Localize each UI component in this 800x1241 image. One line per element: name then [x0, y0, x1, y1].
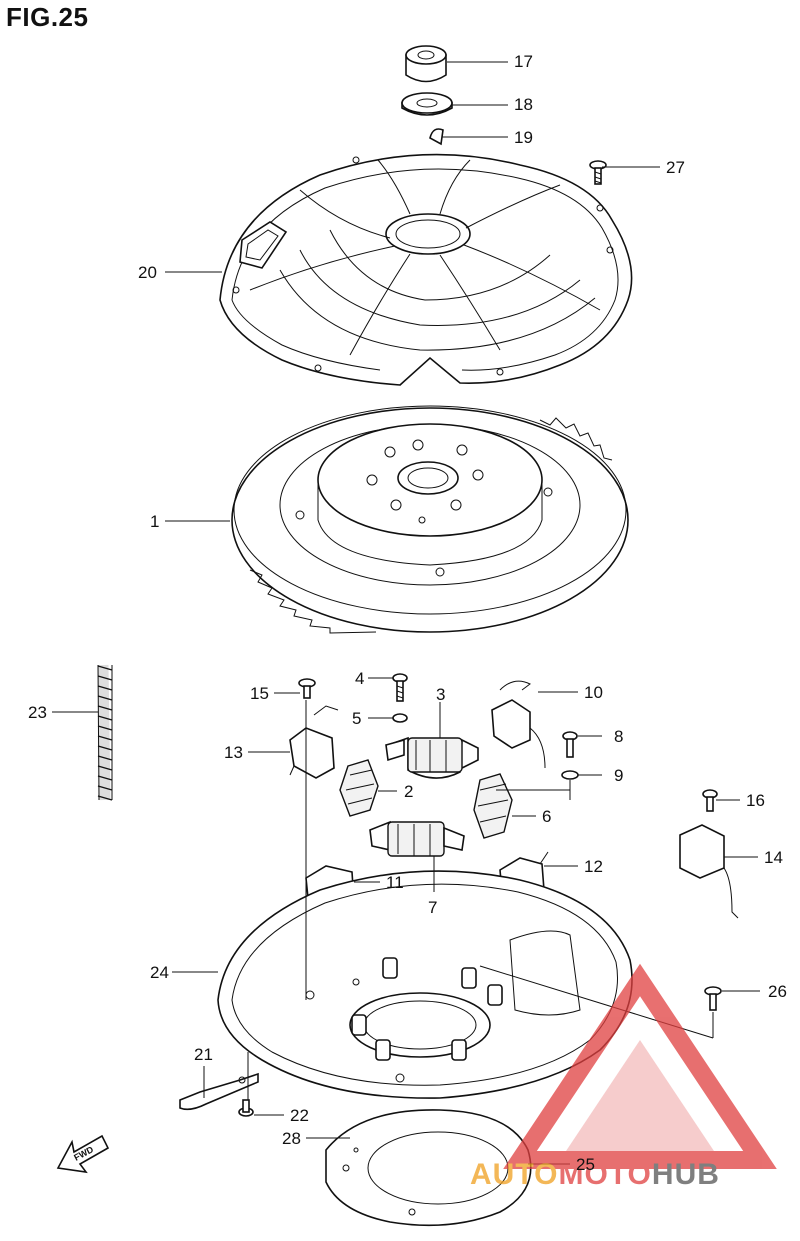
callout-labels: 17 18 19 27 20 1 23 15 4 3 10 5 8 13 9 2… [28, 52, 787, 1174]
callout-5: 5 [352, 709, 361, 728]
part-18-washer [401, 92, 453, 116]
figure-title: FIG.25 [6, 2, 89, 32]
part-9-washer [561, 770, 579, 780]
part-16-screw [702, 789, 718, 812]
callout-23: 23 [28, 703, 47, 722]
part-19-key [429, 128, 444, 146]
part-4-screw [392, 673, 408, 702]
callout-27: 27 [666, 158, 685, 177]
part-24-stator-base [217, 870, 633, 1099]
part-10-pulser [491, 680, 546, 769]
callout-10: 10 [584, 683, 603, 702]
part-8-screw [562, 731, 578, 758]
watermark-text-hub: HUB [652, 1158, 720, 1191]
callout-4: 4 [355, 669, 364, 688]
callout-3: 3 [436, 685, 445, 704]
watermark-logo: AUTOMOTOHUB [470, 963, 777, 1191]
callout-6: 6 [542, 807, 551, 826]
callout-18: 18 [514, 95, 533, 114]
part-2-coil [339, 759, 379, 817]
callout-1: 1 [150, 512, 159, 531]
fwd-arrow-icon: FWD [56, 1134, 110, 1174]
callout-25: 25 [576, 1155, 595, 1174]
svg-text:AUTOMOTOHUB: AUTOMOTOHUB [470, 1158, 720, 1191]
leader-lines [52, 61, 760, 1165]
callout-21: 21 [194, 1045, 213, 1064]
part-13-pulser [289, 705, 339, 779]
callout-2: 2 [404, 782, 413, 801]
part-15-screw [298, 678, 316, 699]
callout-14: 14 [764, 848, 783, 867]
callout-19: 19 [514, 128, 533, 147]
callout-28: 28 [282, 1129, 301, 1148]
part-25-plate [325, 1109, 532, 1227]
callout-22: 22 [290, 1106, 309, 1125]
watermark-text-moto: MOTO [558, 1158, 651, 1191]
part-7-coil [369, 820, 465, 857]
watermark-text-auto: AUTO [470, 1158, 558, 1191]
part-14-sensor [679, 824, 739, 919]
part-22-screw [238, 1099, 254, 1117]
part-3-coil [385, 736, 479, 779]
callout-16: 16 [746, 791, 765, 810]
callout-24: 24 [150, 963, 169, 982]
watermark-triangle-icon [503, 963, 777, 1169]
part-27-screw [589, 160, 607, 185]
part-21-bracket [179, 1072, 259, 1111]
callout-13: 13 [224, 743, 243, 762]
callout-7: 7 [428, 898, 437, 917]
part-17-nut [405, 45, 447, 83]
callout-12: 12 [584, 857, 603, 876]
callout-26: 26 [768, 982, 787, 1001]
part-20-flywheel-cover [219, 153, 633, 386]
callout-15: 15 [250, 684, 269, 703]
part-23-spiral-tube [97, 664, 113, 801]
callout-11: 11 [386, 873, 404, 892]
callout-9: 9 [614, 766, 623, 785]
part-5-washer [392, 713, 408, 723]
part-26-screw [704, 986, 722, 1011]
callout-8: 8 [614, 727, 623, 746]
callout-20: 20 [138, 263, 157, 282]
callout-17: 17 [514, 52, 533, 71]
part-6-coil [473, 773, 513, 839]
part-1-flywheel [231, 405, 629, 634]
